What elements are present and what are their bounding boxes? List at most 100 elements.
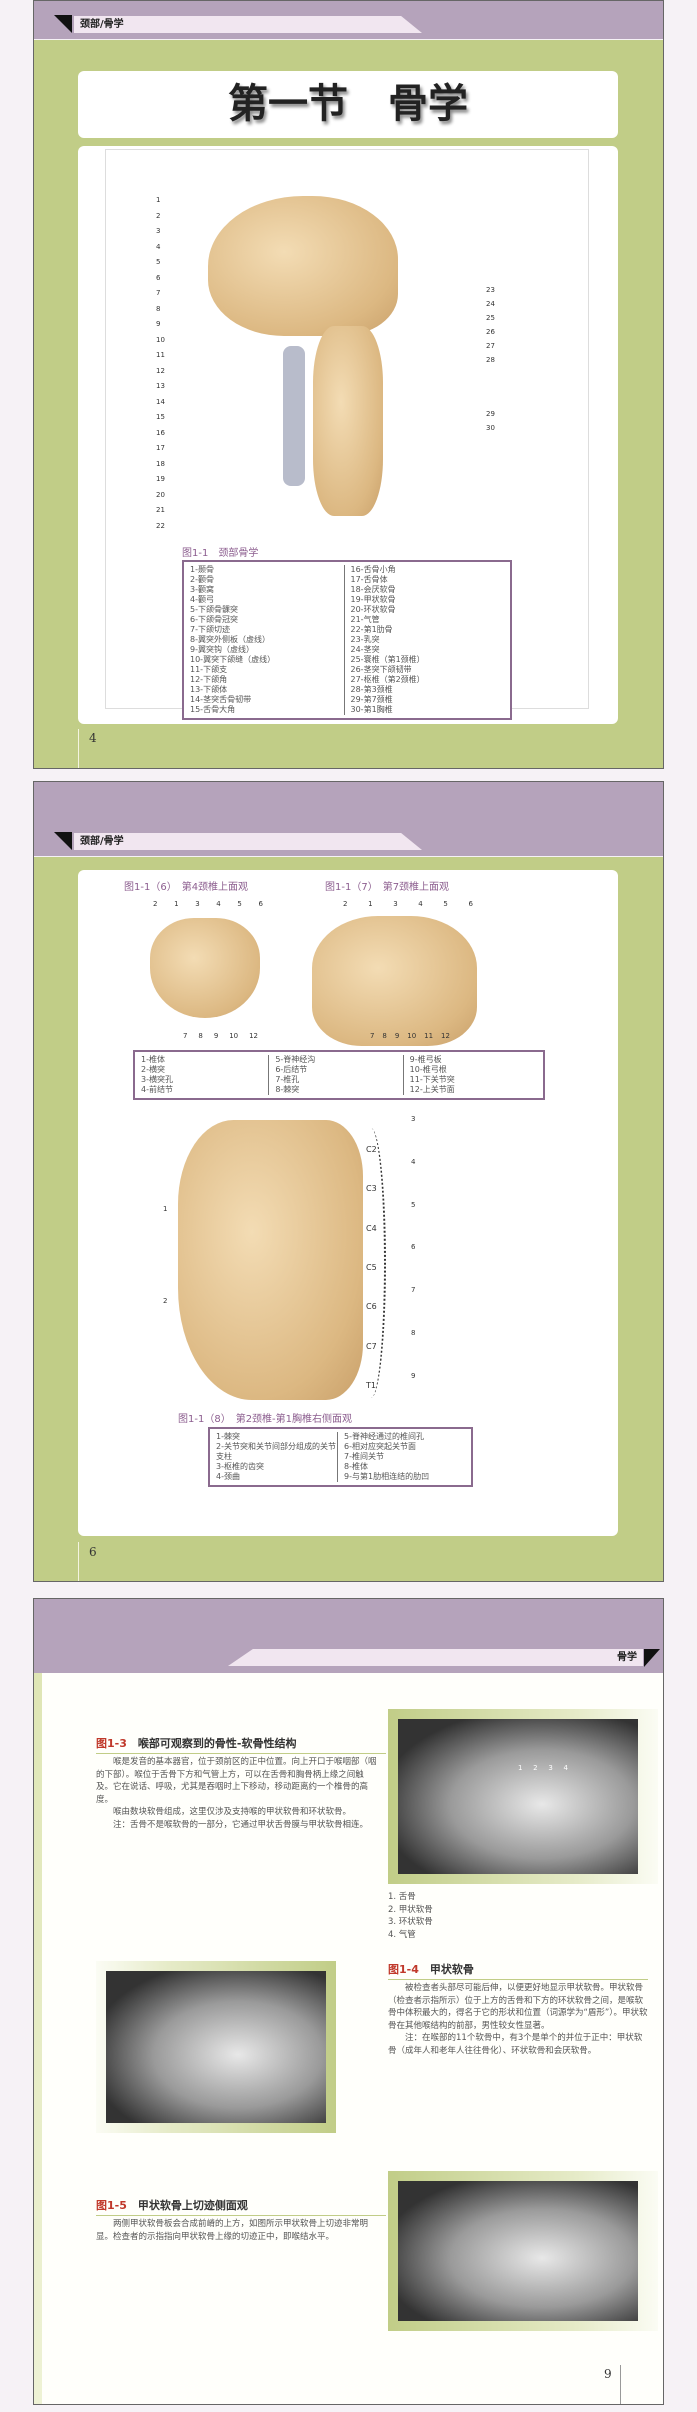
p2a1-item: 3-横突孔	[141, 1075, 173, 1084]
skull-label: 3	[156, 227, 161, 235]
skull-label: 13	[156, 382, 165, 390]
p2a2-item: 6-后结节	[275, 1065, 308, 1074]
p1c2-item: 25-寰椎（第1颈椎）	[350, 655, 425, 664]
f7top-item: 3	[393, 900, 398, 908]
f7bot-item: 12	[441, 1032, 450, 1040]
p1c2-item: 17-舌骨体	[350, 575, 388, 584]
ph1list-item: 4. 气管	[388, 1929, 416, 1940]
p1c1-item: 2-颧骨	[190, 575, 214, 584]
breadcrumb: 骨学	[228, 1649, 643, 1666]
ph1-item: 4	[563, 1764, 568, 1772]
p1c1-item: 3-颧窝	[190, 585, 214, 594]
f8v-item: T1	[366, 1380, 376, 1390]
p1c2-item: 28-第3颈椎	[350, 685, 393, 694]
s1-item: 喉是发音的基本器官，位于颈前区的正中位置。向上开口于喉咽部（咽的下部）。喉位于舌…	[96, 1757, 377, 1805]
p2b2-item: 5-脊神经通过的椎间孔	[344, 1432, 424, 1441]
p2a3-item: 9-椎弓板	[409, 1055, 442, 1064]
f8v-item: C6	[366, 1302, 377, 1312]
p1c2-item: 26-茎突下颌韧带	[350, 665, 412, 674]
skull-label: 18	[156, 459, 165, 468]
section-heading-1-4: 图1-4 甲状软骨	[388, 1961, 648, 1980]
p2b1-item: 4-颈曲	[216, 1472, 240, 1481]
skull-label: 23	[486, 286, 495, 294]
f8right-item: 6	[411, 1243, 416, 1252]
p2a3-item: 10-椎弓根	[409, 1065, 447, 1074]
p2a1-item: 4-前结节	[141, 1085, 173, 1094]
ph1list-item: 3. 环状软骨	[388, 1917, 433, 1927]
f8right-item: 8	[411, 1329, 416, 1338]
larynx-illustration	[283, 346, 305, 486]
skull-label: 2	[156, 211, 161, 220]
s2-item: 被检查者头部尽可能后伸，以便更好地显示甲状软骨。甲状软骨（检查者示指所示）位于上…	[388, 1983, 648, 2031]
breadcrumb-marker-icon	[54, 15, 72, 33]
f8v-item: C5	[366, 1262, 377, 1272]
f6top-item: 4	[216, 900, 221, 908]
p1c2-item: 18-会厌软骨	[350, 585, 396, 594]
skull-label: 12	[156, 366, 165, 375]
figure-caption-6: 图1-1（6） 第4颈椎上面观	[124, 882, 249, 893]
skull-label: 6	[156, 273, 161, 282]
f7bot-item: 8	[382, 1032, 387, 1040]
photo-thyroid-notch	[388, 2171, 658, 2331]
skull-label: 14	[156, 397, 165, 406]
section-text-1-4: 被检查者头部尽可能后伸，以便更好地显示甲状软骨。甲状软骨（检查者示指所示）位于上…	[388, 1982, 648, 2057]
f8v-item: C2	[366, 1145, 377, 1154]
skull-label: 25	[486, 314, 495, 322]
section-text-1-3: 喉是发音的基本器官，位于颈前区的正中位置。向上开口于喉咽部（咽的下部）。喉位于舌…	[96, 1756, 378, 1831]
cervical-spine-illustration	[313, 326, 383, 516]
f6top-item: 3	[195, 900, 200, 908]
f6bot-item: 8	[198, 1032, 203, 1040]
cervical-curve-line	[356, 1128, 386, 1398]
skull-label: 11	[156, 351, 165, 359]
f8left-item: 1	[163, 1205, 168, 1213]
c4-vertebra-illustration	[150, 918, 260, 1018]
ph1list-item: 1. 舌骨	[388, 1892, 416, 1902]
f8v-item: C4	[366, 1223, 377, 1233]
photo-thyroid-cartilage	[96, 1961, 336, 2133]
page-number: 9	[604, 2367, 612, 2381]
p2b2-item: 7-椎间关节	[344, 1452, 384, 1461]
p2b2-item: 8-椎体	[344, 1462, 368, 1471]
p1c1-item: 4-颧弓	[190, 595, 214, 604]
left-stripe	[34, 1673, 42, 2404]
f7top-item: 2	[343, 900, 348, 908]
f8right-item: 4	[411, 1157, 416, 1166]
skull-label: 15	[156, 413, 165, 421]
p1c2-item: 30-第1胸椎	[350, 705, 393, 714]
p1c1-item: 11-下颌支	[190, 665, 228, 674]
f6bot-item: 7	[183, 1032, 188, 1040]
p1c1-item: 15-舌骨大角	[190, 705, 236, 714]
p1c1-item: 12-下颌角	[190, 675, 228, 684]
skull-label: 22	[156, 521, 165, 530]
p2a3-item: 11-下关节突	[409, 1075, 455, 1084]
p1c1-item: 8-翼突外侧板（虚线）	[190, 635, 270, 644]
p2b1-item: 3-枢椎的齿突	[216, 1462, 264, 1471]
f7top-item: 6	[468, 900, 473, 908]
s1-item: 喉由数块软骨组成，这里仅涉及支持喉的甲状软骨和环状软骨。	[113, 1807, 352, 1817]
skull-label: 7	[156, 289, 161, 297]
page-9: 骨学 图1-3 喉部可观察到的骨性-软骨性结构 喉是发音的基本器官，位于颈前区的…	[33, 1598, 664, 2405]
skull-label: 26	[486, 328, 495, 336]
p2a3-item: 12-上关节面	[409, 1085, 455, 1094]
f8right-item: 7	[411, 1286, 416, 1295]
p2a2-item: 7-椎孔	[275, 1075, 300, 1084]
p2b1-item: 2-关节突和关节间部分组成的关节支柱	[216, 1442, 336, 1461]
skull-label: 21	[156, 506, 165, 514]
p2a1-item: 1-椎体	[141, 1055, 165, 1064]
s1-item: 注：舌骨不是喉软骨的一部分，它通过甲状舌骨膜与甲状软骨相连。	[113, 1819, 369, 1830]
f6top-item: 1	[174, 900, 179, 908]
p1c2-item: 16-舌骨小角	[350, 565, 396, 574]
skull-illustration	[208, 196, 398, 336]
page-number: 4	[89, 731, 97, 745]
breadcrumb: 颈部/骨学	[74, 833, 422, 850]
